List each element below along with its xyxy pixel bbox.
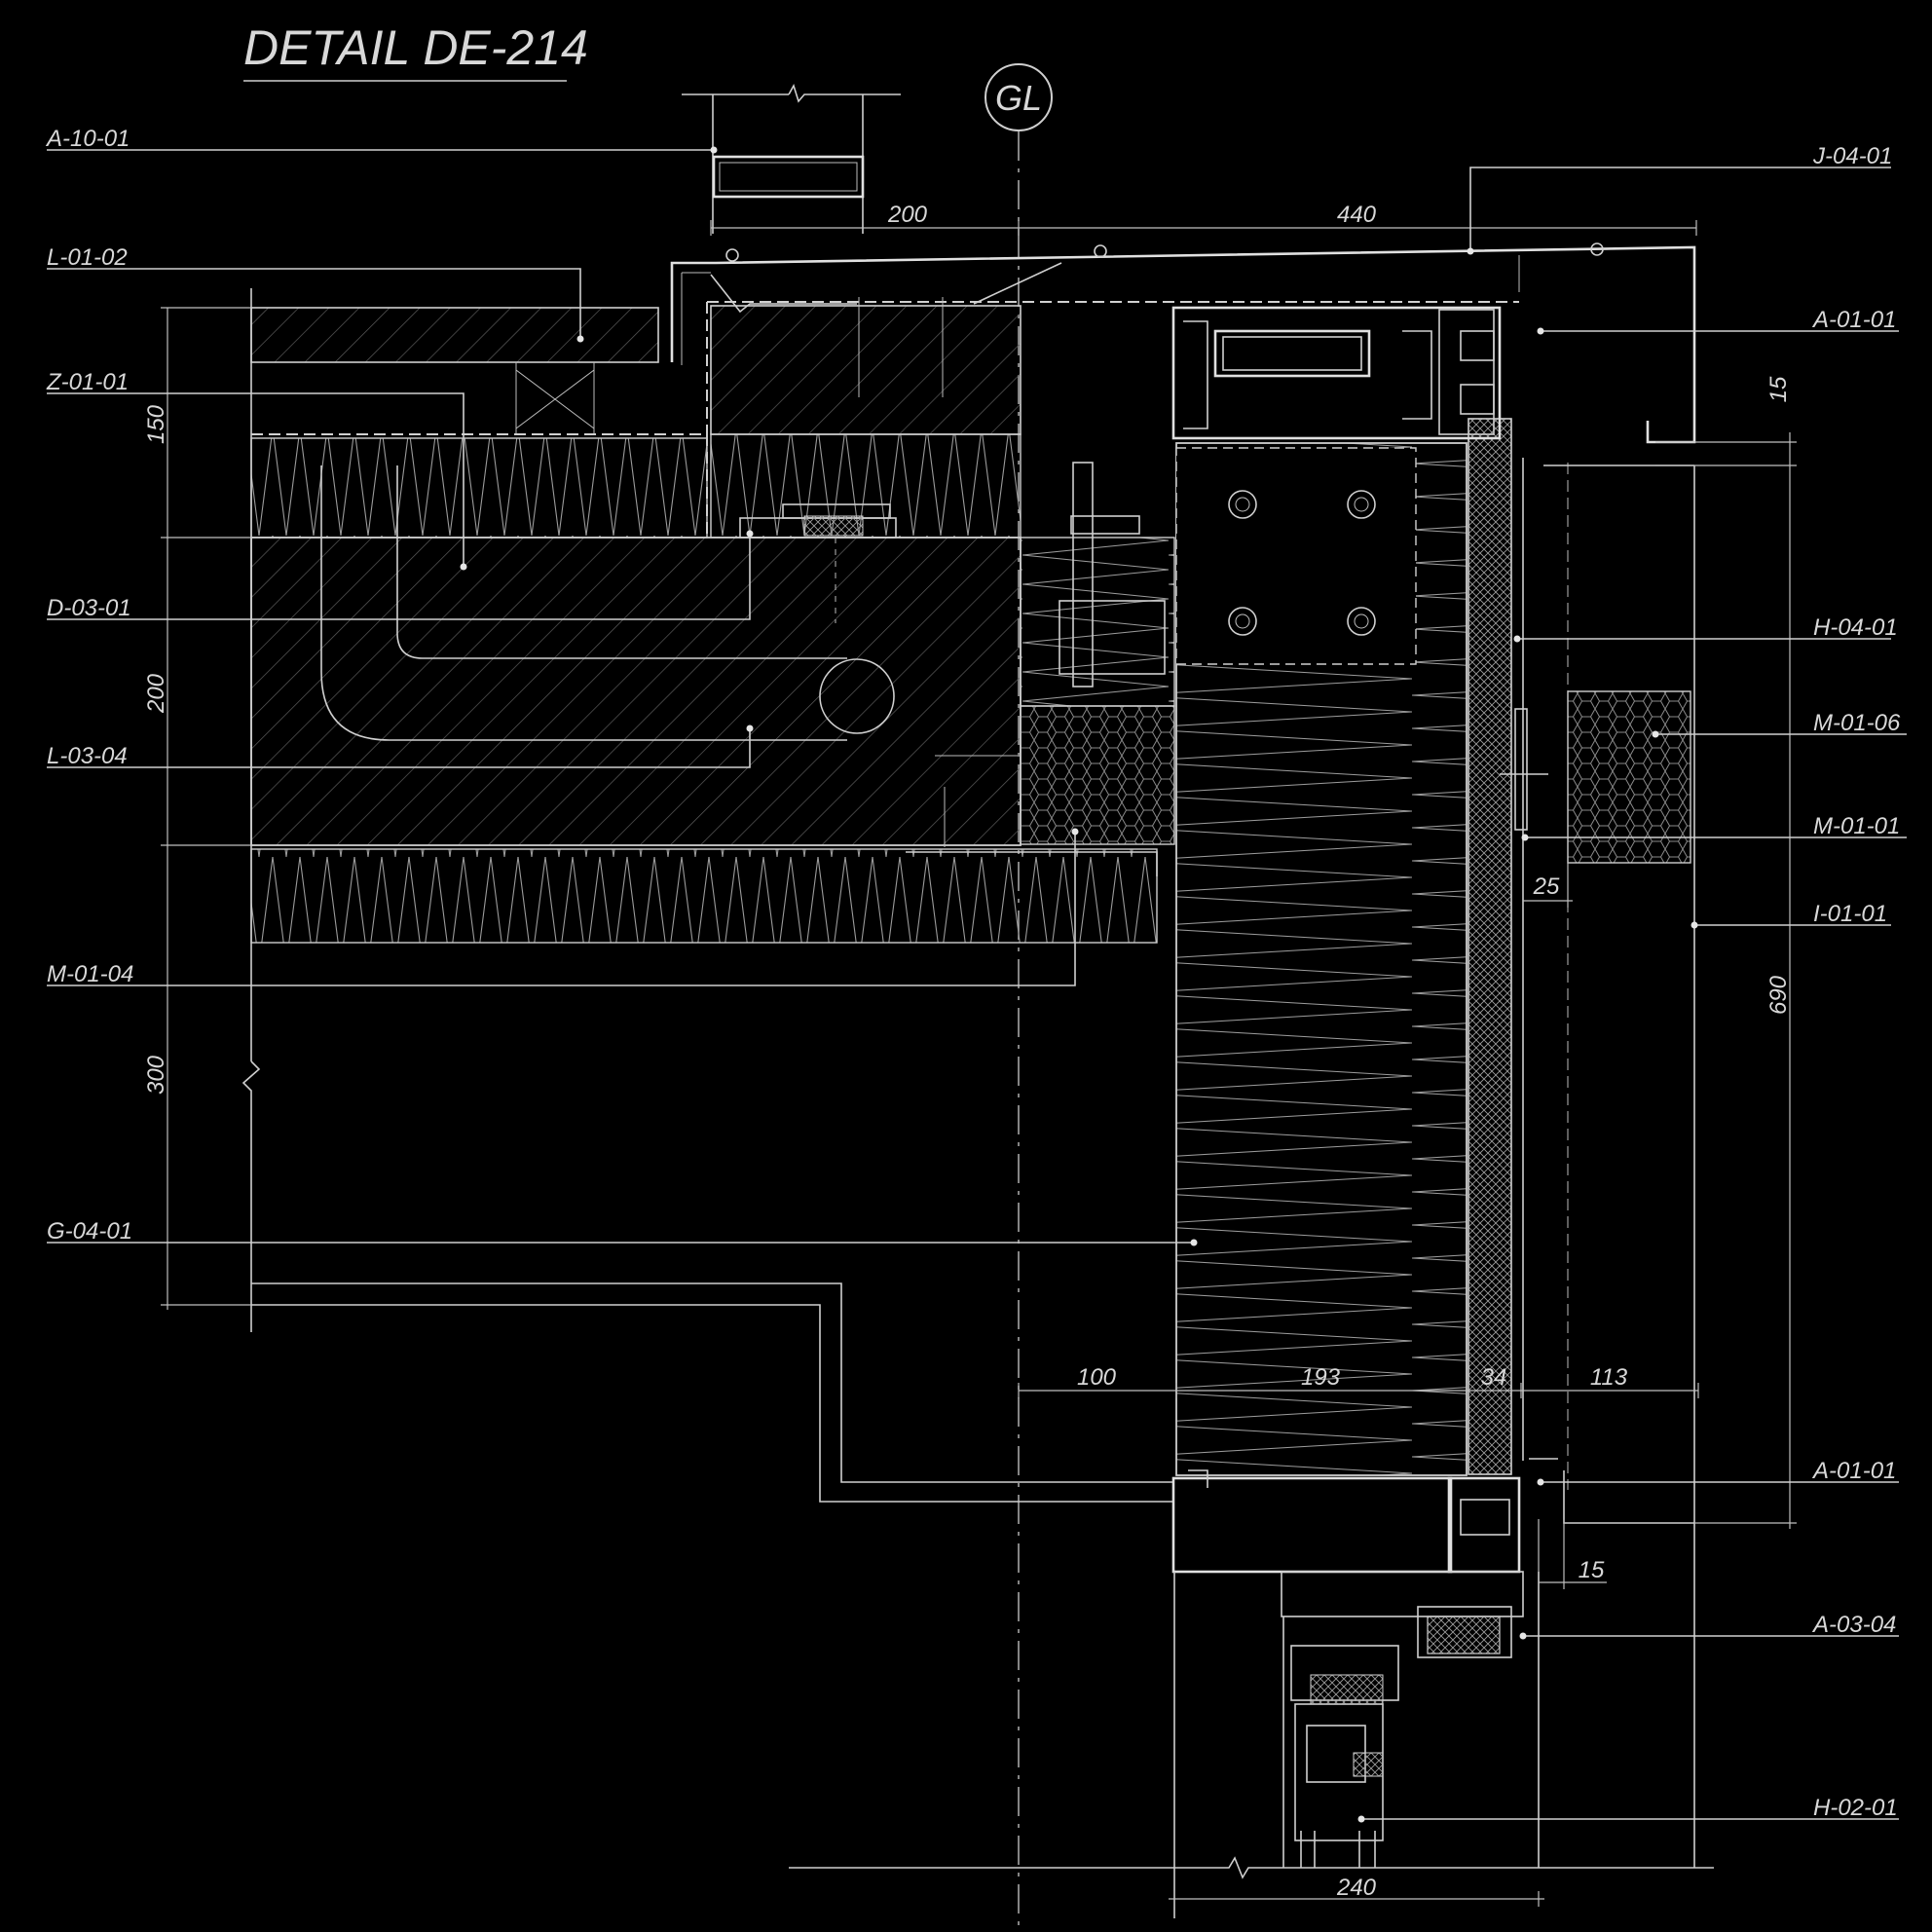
dim-200-left: 200 bbox=[143, 673, 169, 714]
dim-15-top: 15 bbox=[1765, 376, 1792, 402]
dim-100: 100 bbox=[1077, 1364, 1117, 1391]
dimension-lines bbox=[161, 220, 1797, 1907]
concrete-slab bbox=[250, 537, 1022, 846]
anchor-screws bbox=[858, 297, 946, 847]
head-frame-profile bbox=[1171, 306, 1502, 440]
dim-150: 150 bbox=[143, 404, 169, 444]
bolt-plate bbox=[1175, 447, 1417, 665]
bracket bbox=[935, 462, 1166, 757]
timber-board bbox=[250, 307, 659, 363]
tag-m-01-06: M-01-06 bbox=[1813, 710, 1901, 736]
right-tags: J-04-01 A-01-01 H-04-01 M-01-06 M-01-01 … bbox=[1811, 143, 1901, 1821]
tag-m-01-01: M-01-01 bbox=[1813, 813, 1900, 839]
dim-440: 440 bbox=[1337, 202, 1377, 228]
dim-34: 34 bbox=[1481, 1364, 1507, 1391]
wall-edge bbox=[242, 288, 261, 1332]
tag-g-04-01: G-04-01 bbox=[47, 1218, 132, 1245]
tag-a-01-01-bottom: A-01-01 bbox=[1811, 1458, 1896, 1484]
dim-690: 690 bbox=[1765, 975, 1792, 1015]
window-head-line-1 bbox=[251, 1282, 1174, 1483]
coping-flashing bbox=[670, 242, 1696, 444]
tag-m-01-04: M-01-04 bbox=[47, 961, 133, 987]
cladding-fixing bbox=[1500, 708, 1548, 831]
left-tags: A-10-01 L-01-02 Z-01-01 D-03-01 L-03-04 … bbox=[45, 126, 133, 1245]
tag-z-01-01: Z-01-01 bbox=[46, 369, 129, 395]
tag-l-03-04: L-03-04 bbox=[47, 743, 128, 769]
support-posts bbox=[515, 362, 595, 434]
title-text: DETAIL DE-214 bbox=[243, 20, 588, 75]
dim-240: 240 bbox=[1336, 1875, 1377, 1901]
bolts bbox=[1228, 490, 1376, 636]
dim-300: 300 bbox=[143, 1055, 169, 1095]
dim-200-top: 200 bbox=[887, 202, 928, 228]
right-leaders bbox=[1357, 167, 1907, 1823]
tag-h-04-01: H-04-01 bbox=[1813, 614, 1898, 641]
drawing-title: DETAIL DE-214 bbox=[243, 20, 588, 82]
dim-113: 113 bbox=[1590, 1364, 1628, 1391]
roof-insulation bbox=[250, 437, 708, 539]
tag-a-10-01: A-10-01 bbox=[45, 126, 130, 152]
tag-l-01-02: L-01-02 bbox=[47, 244, 128, 271]
tag-a-03-04: A-03-04 bbox=[1811, 1612, 1896, 1638]
bottom-break-line bbox=[789, 1856, 1714, 1879]
steel-tube-top bbox=[682, 83, 901, 234]
tag-a-01-01-top: A-01-01 bbox=[1811, 307, 1896, 333]
soffit-angle bbox=[906, 851, 1158, 876]
dim-25: 25 bbox=[1533, 873, 1560, 900]
tag-d-03-01: D-03-01 bbox=[47, 595, 131, 621]
window-profile bbox=[1173, 1523, 1695, 1918]
tag-h-02-01: H-02-01 bbox=[1813, 1795, 1898, 1821]
rigid-insulation bbox=[1020, 705, 1175, 845]
grid-bubble bbox=[985, 63, 1053, 131]
rebar-loop bbox=[320, 465, 847, 741]
dimension-labels: 200 440 150 200 300 15 690 25 100 193 34… bbox=[143, 202, 1792, 1901]
concrete-upstand bbox=[710, 305, 1022, 435]
grid-label: GL bbox=[995, 78, 1042, 118]
soffit-insulation bbox=[250, 848, 1158, 944]
parapet-insulation bbox=[710, 433, 1022, 539]
dim-193: 193 bbox=[1301, 1364, 1341, 1391]
tag-i-01-01: I-01-01 bbox=[1813, 901, 1887, 927]
dim-15-bottom: 15 bbox=[1579, 1557, 1605, 1583]
left-leaders bbox=[47, 146, 1198, 1246]
cladding-panel bbox=[1468, 418, 1512, 1475]
cavity-insulation bbox=[1567, 690, 1691, 864]
tag-j-04-01: J-04-01 bbox=[1812, 143, 1892, 169]
